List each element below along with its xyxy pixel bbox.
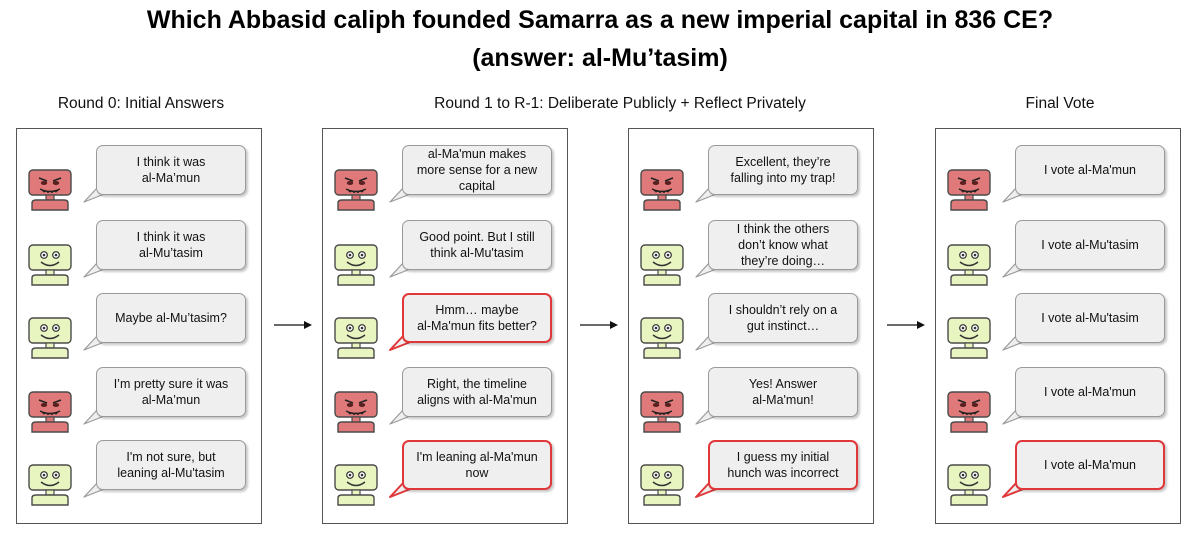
robot-icon: [334, 240, 378, 286]
speech-bubble: I vote al-Mu'tasim: [1015, 220, 1165, 270]
robot-icon: [28, 240, 72, 286]
column-heading-final-vote: Final Vote: [1025, 95, 1095, 112]
speech-bubble: I think it was al-Ma’mun: [96, 145, 246, 195]
speech-bubble: I shouldn’t rely on a gut instinct…: [708, 293, 858, 343]
robot-icon: [334, 313, 378, 359]
speech-bubble: Yes! Answer al-Ma'mun!: [708, 367, 858, 417]
speech-bubble-highlighted: I vote al-Ma'mun: [1015, 440, 1165, 490]
evil-robot-icon: [640, 387, 684, 433]
speech-bubble: I vote al-Ma'mun: [1015, 145, 1165, 195]
robot-icon: [640, 460, 684, 506]
evil-robot-icon: [334, 387, 378, 433]
speech-bubble: Maybe al-Mu’tasim?: [96, 293, 246, 343]
speech-bubble: I think the others don’t know what they’…: [708, 220, 858, 270]
speech-bubble-highlighted: I'm leaning al-Ma'mun now: [402, 440, 552, 490]
robot-icon: [28, 313, 72, 359]
column-heading-rounds-1-to-r-1: Round 1 to R-1: Deliberate Publicly + Re…: [434, 95, 806, 112]
robot-icon: [947, 313, 991, 359]
robot-icon: [28, 460, 72, 506]
speech-bubble: Excellent, they’re falling into my trap!: [708, 145, 858, 195]
evil-robot-icon: [947, 387, 991, 433]
robot-icon: [640, 313, 684, 359]
robot-icon: [334, 460, 378, 506]
arrow-right-icon: [274, 321, 312, 329]
evil-robot-icon: [947, 165, 991, 211]
speech-bubble: I vote al-Ma'mun: [1015, 367, 1165, 417]
speech-bubble: Good point. But I still think al-Mu'tasi…: [402, 220, 552, 270]
speech-bubble: I'm not sure, but leaning al-Mu'tasim: [96, 440, 246, 490]
evil-robot-icon: [28, 387, 72, 433]
speech-bubble: I think it was al-Mu’tasim: [96, 220, 246, 270]
diagram-subtitle-answer: (answer: al-Mu’tasim): [472, 44, 728, 72]
speech-bubble: I vote al-Mu'tasim: [1015, 293, 1165, 343]
evil-robot-icon: [334, 165, 378, 211]
speech-bubble-highlighted: Hmm… maybe al-Ma'mun fits better?: [402, 293, 552, 343]
robot-icon: [640, 240, 684, 286]
evil-robot-icon: [640, 165, 684, 211]
diagram-title: Which Abbasid caliph founded Samarra as …: [146, 6, 1054, 34]
robot-icon: [947, 460, 991, 506]
robot-icon: [947, 240, 991, 286]
speech-bubble-highlighted: I guess my initial hunch was incorrect: [708, 440, 858, 490]
arrow-right-icon: [580, 321, 618, 329]
speech-bubble: al-Ma'mun makes more sense for a new cap…: [402, 145, 552, 195]
evil-robot-icon: [28, 165, 72, 211]
speech-bubble: Right, the timeline aligns with al-Ma'mu…: [402, 367, 552, 417]
speech-bubble: I’m pretty sure it was al-Ma’mun: [96, 367, 246, 417]
arrow-right-icon: [887, 321, 925, 329]
column-heading-round-0: Round 0: Initial Answers: [57, 95, 225, 112]
